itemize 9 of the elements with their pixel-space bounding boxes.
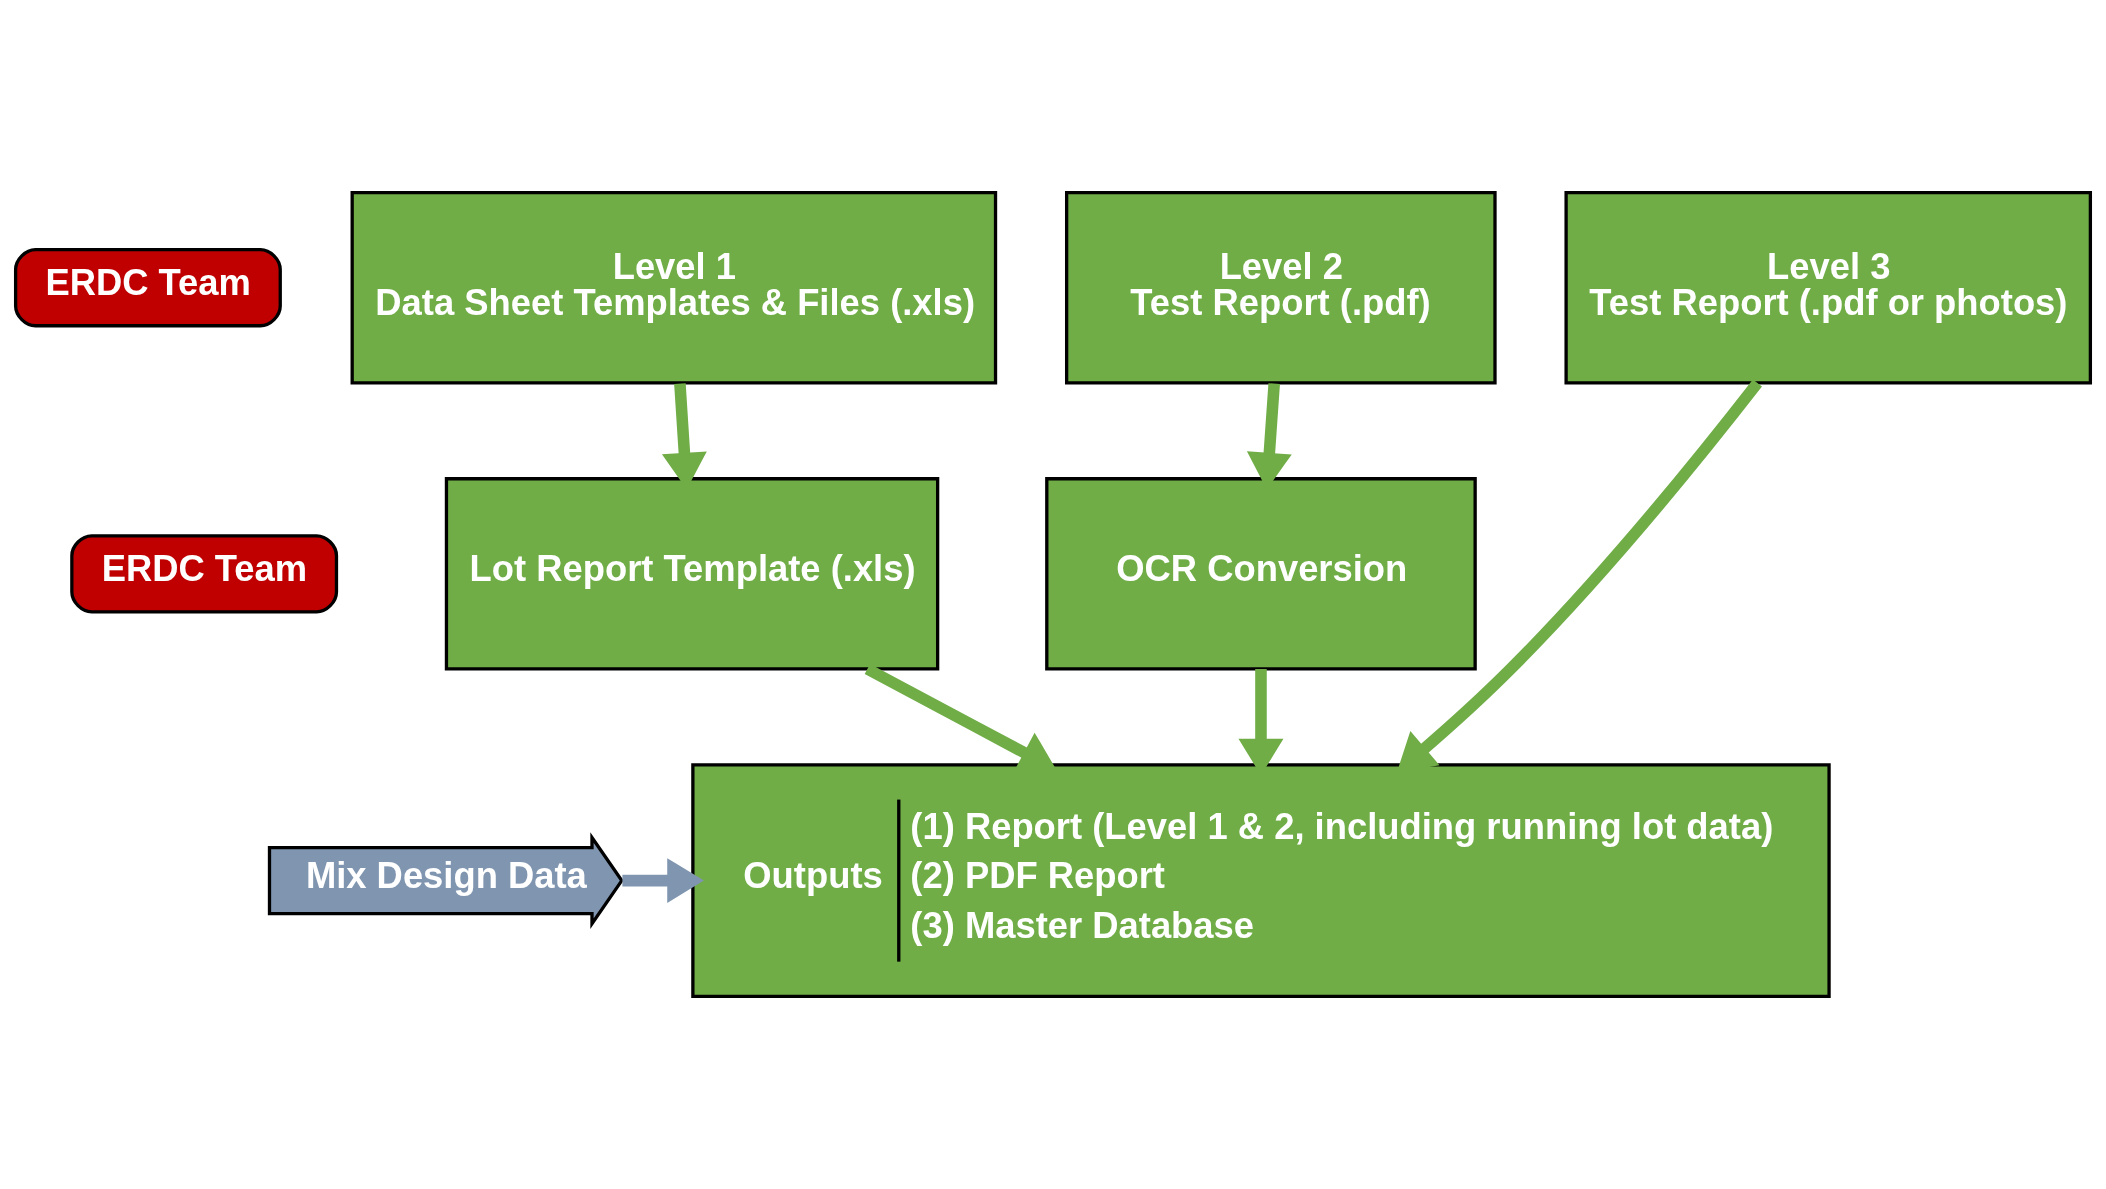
node-box: Outputs (1) Report (Level 1 & 2, including running lot data) (2) PDF Report (3) Master Database bbox=[691, 763, 1831, 999]
node-box: Lot Report Template (.xls) bbox=[444, 477, 940, 671]
node-box: ERDC Team bbox=[70, 534, 339, 614]
node-box: Level 1 Data Sheet Templates & Files (.xls) bbox=[350, 190, 998, 385]
node-box: Level 3 Test Report (.pdf or photos) bbox=[1564, 190, 2093, 385]
node-box: Level 2 Test Report (.pdf) bbox=[1065, 190, 1497, 385]
node-box: OCR Conversion bbox=[1045, 477, 1477, 671]
arrow bbox=[622, 858, 704, 904]
node-box: ERDC Team bbox=[13, 248, 282, 328]
